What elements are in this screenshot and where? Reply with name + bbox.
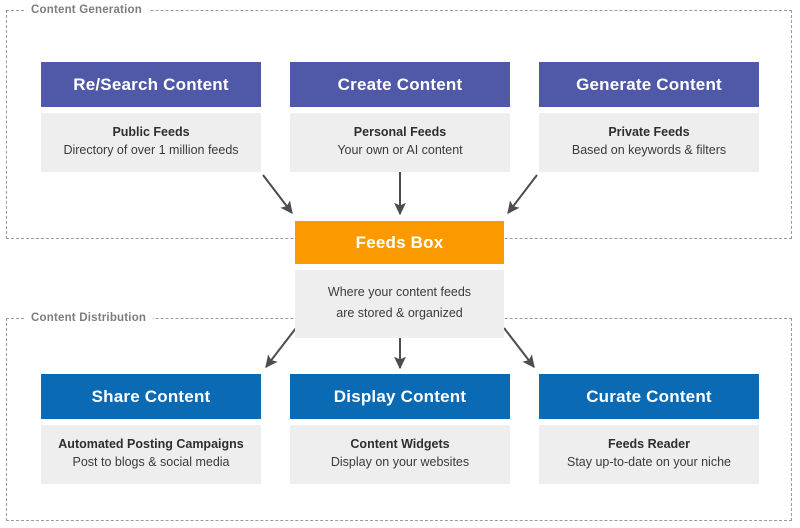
card-curate-content-body: Feeds Reader Stay up-to-date on your nic… [539, 425, 759, 484]
card-display-content-subtitle: Display on your websites [330, 455, 470, 469]
card-curate-content-subtitle-bold: Feeds Reader [608, 437, 690, 451]
card-display-content[interactable]: Display Content Content Widgets Display … [290, 374, 510, 484]
card-share-content-header: Share Content [41, 374, 261, 419]
card-create-content-subtitle-bold: Personal Feeds [353, 125, 447, 139]
card-research-content[interactable]: Re/Search Content Public Feeds Directory… [41, 62, 261, 172]
card-create-content-header: Create Content [290, 62, 510, 107]
card-generate-content-header: Generate Content [539, 62, 759, 107]
section-label-content-distribution: Content Distribution [24, 312, 154, 324]
card-research-content-subtitle-bold: Public Feeds [112, 125, 190, 139]
card-generate-content[interactable]: Generate Content Private Feeds Based on … [539, 62, 759, 172]
card-generate-content-subtitle-bold: Private Feeds [608, 125, 690, 139]
card-display-content-body: Content Widgets Display on your websites [290, 425, 510, 484]
card-feeds-box-body: Where your content feeds are stored & or… [295, 270, 504, 338]
card-generate-content-subtitle: Based on keywords & filters [571, 143, 727, 157]
card-feeds-box-header: Feeds Box [295, 221, 504, 264]
card-share-content-subtitle: Post to blogs & social media [72, 455, 230, 469]
card-curate-content-subtitle: Stay up-to-date on your niche [567, 455, 731, 469]
card-share-content-body: Automated Posting Campaigns Post to blog… [41, 425, 261, 484]
card-feeds-box-subtitle-line2: are stored & organized [336, 306, 463, 320]
card-share-content[interactable]: Share Content Automated Posting Campaign… [41, 374, 261, 484]
card-share-content-subtitle-bold: Automated Posting Campaigns [58, 437, 244, 451]
card-generate-content-body: Private Feeds Based on keywords & filter… [539, 113, 759, 172]
section-label-content-generation: Content Generation [24, 4, 149, 16]
card-create-content-subtitle: Your own or AI content [337, 143, 463, 157]
card-display-content-subtitle-bold: Content Widgets [350, 437, 450, 451]
card-curate-content[interactable]: Curate Content Feeds Reader Stay up-to-d… [539, 374, 759, 484]
card-research-content-subtitle: Directory of over 1 million feeds [63, 143, 239, 157]
card-research-content-header: Re/Search Content [41, 62, 261, 107]
card-feeds-box[interactable]: Feeds Box Where your content feeds are s… [295, 221, 504, 338]
card-research-content-body: Public Feeds Directory of over 1 million… [41, 113, 261, 172]
card-create-content-body: Personal Feeds Your own or AI content [290, 113, 510, 172]
card-display-content-header: Display Content [290, 374, 510, 419]
card-feeds-box-subtitle-line1: Where your content feeds [327, 285, 472, 299]
card-create-content[interactable]: Create Content Personal Feeds Your own o… [290, 62, 510, 172]
card-curate-content-header: Curate Content [539, 374, 759, 419]
